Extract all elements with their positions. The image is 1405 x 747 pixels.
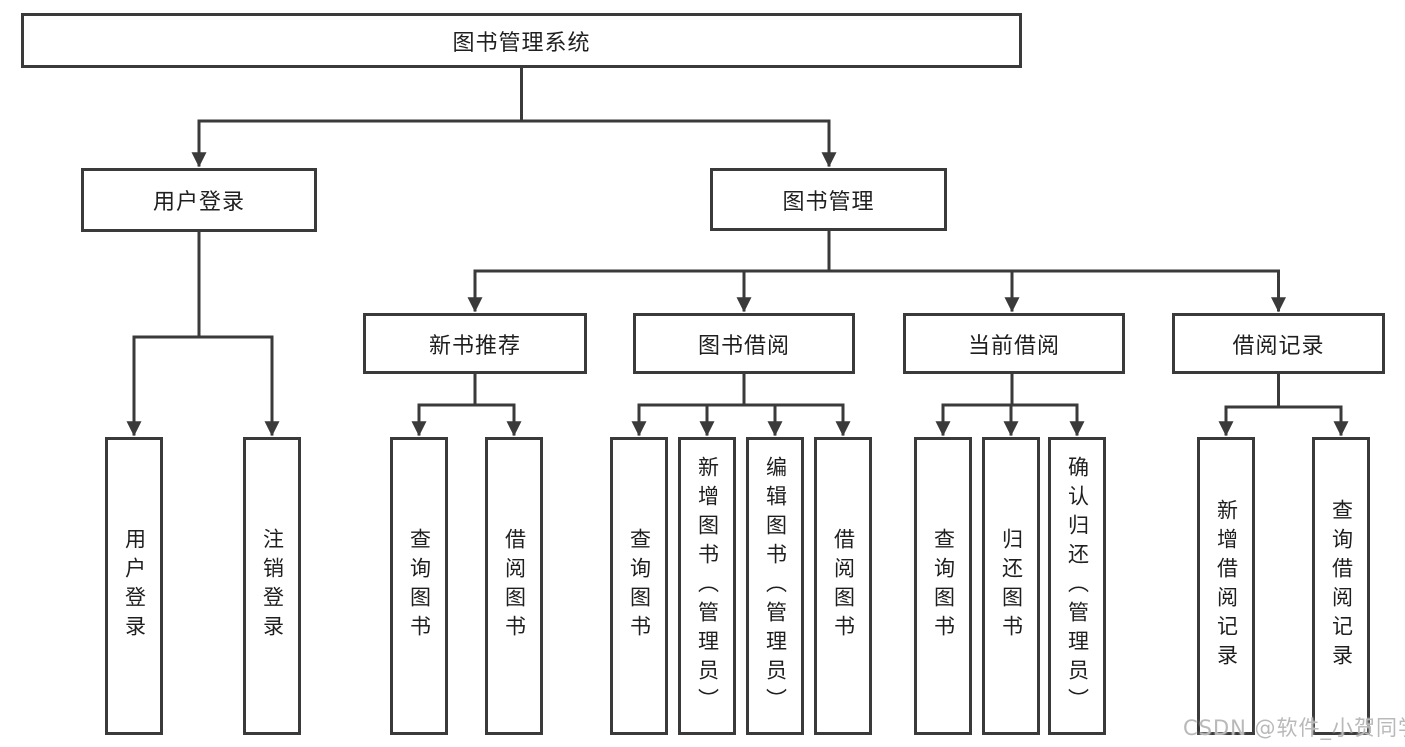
node-new-books: 新书推荐 (363, 313, 587, 374)
leaf-newbooks-query: 查询图书 (390, 437, 448, 735)
leaf-bookborrow-add-label: 新增图书（管理员） (695, 455, 720, 717)
leaf-borrowrecords-add: 新增借阅记录 (1197, 437, 1255, 735)
root-node-label: 图书管理系统 (452, 30, 591, 56)
node-current-borrow-label: 当前借阅 (967, 333, 1060, 359)
leaf-logout: 注销登录 (243, 437, 301, 735)
leaf-currentborrow-confirm-label: 确认归还（管理员） (1065, 455, 1090, 717)
leaf-borrowrecords-query: 查询借阅记录 (1312, 437, 1370, 735)
leaf-user-login-label: 用户登录 (122, 528, 147, 644)
leaf-bookborrow-add: 新增图书（管理员） (678, 437, 736, 735)
leaf-currentborrow-return: 归还图书 (982, 437, 1040, 735)
leaf-bookborrow-query: 查询图书 (610, 437, 668, 735)
leaf-bookborrow-query-label: 查询图书 (627, 528, 652, 644)
leaf-bookborrow-edit-label: 编辑图书（管理员） (763, 455, 788, 717)
leaf-borrowrecords-add-label: 新增借阅记录 (1214, 499, 1239, 673)
node-borrow-records: 借阅记录 (1172, 313, 1385, 374)
leaf-bookborrow-edit: 编辑图书（管理员） (746, 437, 804, 735)
node-user-login: 用户登录 (81, 168, 317, 232)
watermark: CSDN @软件_小贺同学 (1183, 716, 1405, 740)
leaf-newbooks-borrow-label: 借阅图书 (502, 528, 527, 644)
leaf-borrowrecords-query-label: 查询借阅记录 (1329, 499, 1354, 673)
node-book-management-label: 图书管理 (782, 189, 875, 215)
leaf-newbooks-borrow: 借阅图书 (485, 437, 543, 735)
node-user-login-label: 用户登录 (152, 190, 245, 215)
leaf-currentborrow-confirm: 确认归还（管理员） (1048, 437, 1106, 735)
leaf-currentborrow-return-label: 归还图书 (999, 528, 1024, 644)
leaf-logout-label: 注销登录 (260, 528, 285, 644)
leaf-bookborrow-borrow-label: 借阅图书 (831, 528, 856, 644)
node-book-borrow-label: 图书借阅 (697, 333, 790, 359)
leaf-newbooks-query-label: 查询图书 (407, 528, 432, 644)
leaf-user-login: 用户登录 (105, 437, 163, 735)
node-book-borrow: 图书借阅 (633, 313, 855, 374)
leaf-currentborrow-query-label: 查询图书 (931, 528, 956, 644)
leaf-bookborrow-borrow: 借阅图书 (814, 437, 872, 735)
node-book-management: 图书管理 (710, 168, 947, 231)
root-node: 图书管理系统 (21, 13, 1022, 68)
leaf-currentborrow-query: 查询图书 (914, 437, 972, 735)
node-new-books-label: 新书推荐 (428, 333, 521, 359)
node-borrow-records-label: 借阅记录 (1232, 333, 1325, 359)
node-current-borrow: 当前借阅 (903, 313, 1125, 374)
